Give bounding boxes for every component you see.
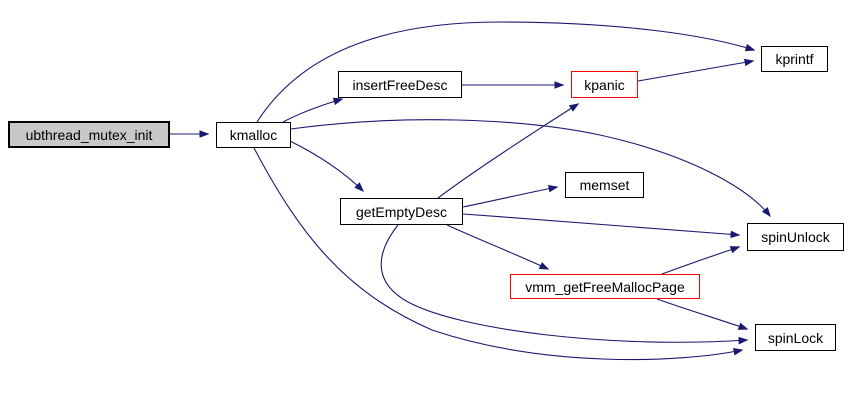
node-label: ubthread_mutex_init (25, 126, 153, 143)
edge-vmm_getFreeMallocPage-spinLock (656, 298, 749, 330)
edge-kmalloc-spinUnlock (290, 119, 771, 218)
node-ubthread_mutex_init: ubthread_mutex_init (8, 121, 170, 148)
node-memset[interactable]: memset (565, 172, 644, 198)
node-spinLock[interactable]: spinLock (755, 324, 836, 351)
edge-kmalloc-getEmptyDesc (289, 140, 365, 193)
node-label: kmalloc (229, 127, 278, 143)
edge-getEmptyDesc-spinUnlock (462, 213, 741, 239)
node-kmalloc[interactable]: kmalloc (216, 122, 291, 148)
node-label: vmm_getFreeMallocPage (525, 278, 685, 295)
node-label: getEmptyDesc (355, 203, 448, 220)
node-label: spinUnlock (761, 229, 830, 245)
node-spinUnlock[interactable]: spinUnlock (747, 223, 844, 251)
node-label: insertFreeDesc (352, 76, 448, 93)
edge-vmm_getFreeMallocPage-spinUnlock (661, 246, 741, 275)
edges-group (170, 21, 771, 361)
node-kprintf[interactable]: kprintf (761, 46, 828, 72)
edge-kmalloc-spinLock (253, 147, 744, 361)
node-vmm_getFreeMallocPage[interactable]: vmm_getFreeMallocPage (510, 274, 700, 299)
edge-kmalloc-insertFreeDesc (282, 97, 344, 123)
node-label: kprintf (775, 51, 814, 67)
node-label: memset (579, 177, 630, 193)
edge-getEmptyDesc-vmm_getFreeMallocPage (446, 224, 550, 270)
edge-getEmptyDesc-spinLock (380, 224, 749, 345)
node-label: spinLock (767, 329, 824, 346)
edge-kmalloc-kprintf (256, 21, 756, 123)
edge-getEmptyDesc-memset (462, 184, 559, 208)
edge-getEmptyDesc-kpanic (437, 103, 580, 199)
edge-kpanic-kprintf (637, 58, 755, 82)
node-label: kpanic (584, 76, 625, 93)
node-kpanic[interactable]: kpanic (571, 71, 638, 98)
node-insertFreeDesc[interactable]: insertFreeDesc (338, 71, 462, 98)
node-getEmptyDesc[interactable]: getEmptyDesc (340, 198, 463, 225)
